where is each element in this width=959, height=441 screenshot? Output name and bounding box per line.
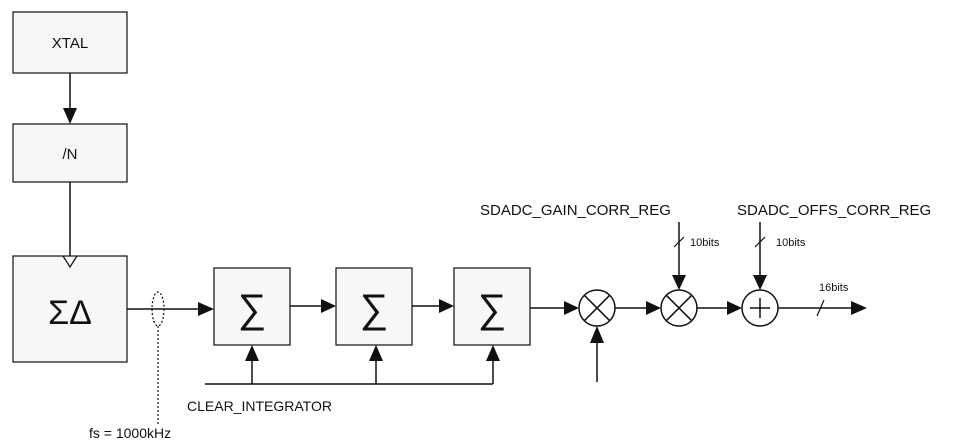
offset-input-arrow bbox=[753, 275, 767, 290]
gain-register-label: SDADC_GAIN_CORR_REG bbox=[480, 202, 671, 219]
offset-register-label: SDADC_OFFS_CORR_REG bbox=[737, 202, 931, 219]
mult2-to-adder-arrow bbox=[727, 301, 742, 315]
int1-to-int2-arrow bbox=[321, 299, 336, 313]
gain-bus-slash bbox=[673, 236, 685, 248]
divider-label: /N bbox=[63, 146, 78, 163]
gain-input-arrow bbox=[672, 275, 686, 290]
fs-label: fs = 1000kHz bbox=[89, 425, 171, 441]
int2-to-int3-arrow bbox=[439, 299, 454, 313]
clear-to-int3-arrow bbox=[486, 345, 500, 361]
integrator-3-symbol: ∑ bbox=[478, 287, 507, 331]
output-bus-slash bbox=[816, 299, 825, 317]
xtal-block bbox=[12, 11, 128, 74]
clear-integrator-label: CLEAR_INTEGRATOR bbox=[187, 398, 332, 414]
multiplier-1-cross-b bbox=[583, 294, 611, 322]
offset-bits-label: 10bits bbox=[776, 237, 806, 249]
xtal-label: XTAL bbox=[52, 35, 88, 52]
xtal-to-divider-arrow bbox=[63, 108, 77, 124]
integrator-2-block bbox=[335, 267, 413, 346]
mult1-bottom-input-arrow bbox=[590, 326, 604, 343]
output-bits-label: 16bits bbox=[819, 282, 849, 294]
gain-multiplier-cross-b bbox=[665, 294, 693, 322]
clear-to-int1-arrow bbox=[245, 345, 259, 361]
offset-bus-slash bbox=[754, 236, 766, 248]
clock-input-marker bbox=[62, 255, 78, 269]
sigma-delta-block bbox=[12, 255, 128, 363]
modulator-to-int1-arrow bbox=[198, 302, 214, 316]
sigma-delta-label: ΣΔ bbox=[48, 294, 92, 332]
output-arrow bbox=[851, 301, 867, 315]
clear-to-int2-arrow bbox=[369, 345, 383, 361]
gain-bits-label: 10bits bbox=[690, 237, 720, 249]
integrator-2-symbol: ∑ bbox=[360, 287, 389, 331]
int3-to-mult1-arrow bbox=[564, 301, 579, 315]
mult1-to-mult2-arrow bbox=[646, 301, 661, 315]
integrator-3-block bbox=[453, 267, 531, 346]
integrator-1-symbol: ∑ bbox=[238, 287, 267, 331]
divider-block bbox=[12, 123, 128, 183]
